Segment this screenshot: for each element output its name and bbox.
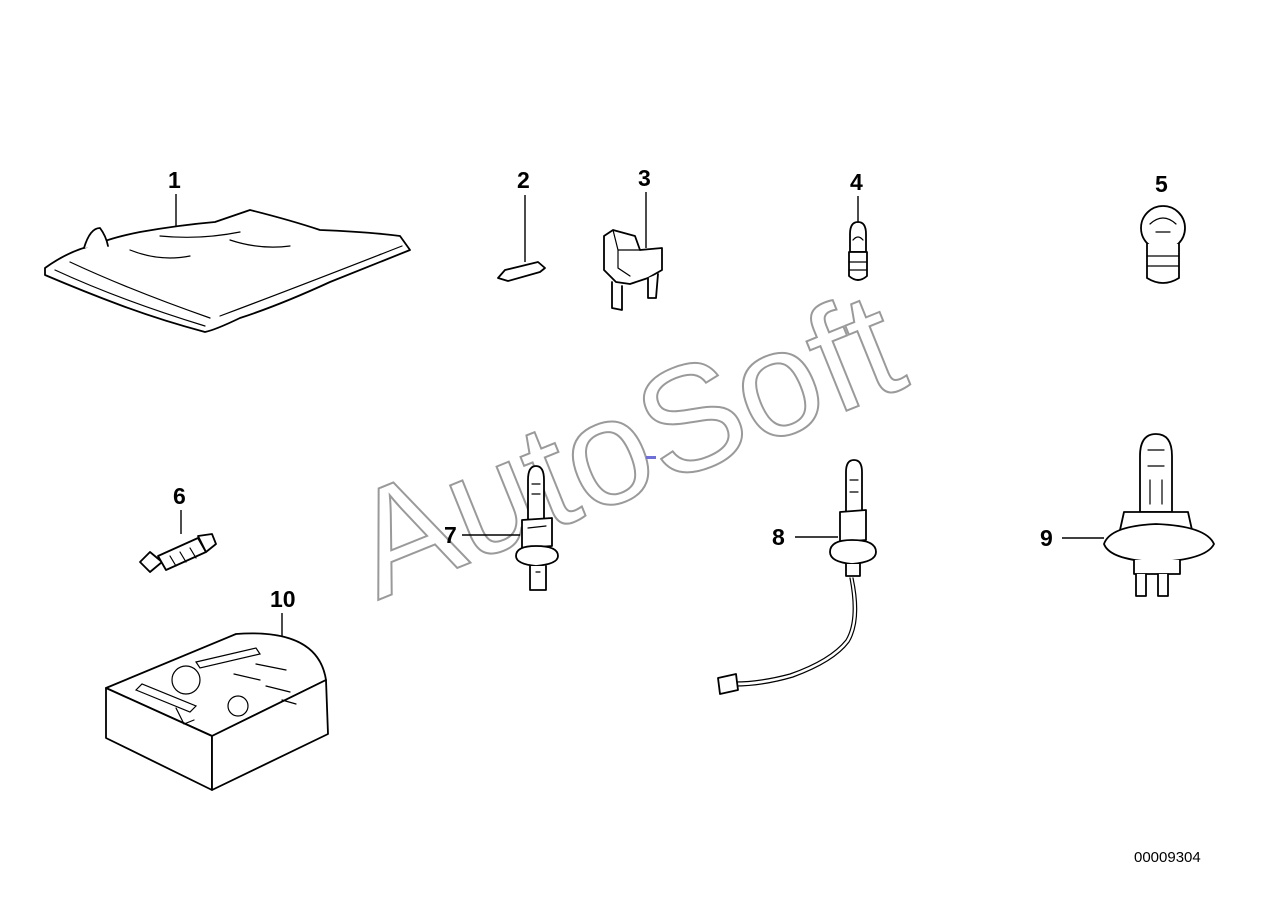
ball-bulb-icon bbox=[1140, 205, 1186, 284]
callout-1: 1 bbox=[168, 167, 181, 193]
part-5-ball-bulb[interactable]: 5 bbox=[1140, 171, 1186, 284]
h3-bulb-with-cable-icon bbox=[717, 459, 877, 695]
callout-6: 6 bbox=[173, 483, 186, 509]
h4-bulb-icon bbox=[1103, 433, 1215, 597]
festoon-bulb-icon bbox=[139, 533, 217, 573]
marker-dash bbox=[646, 456, 656, 459]
part-8-h3-bulb-with-cable[interactable]: 8 bbox=[717, 459, 877, 695]
callout-8: 8 bbox=[772, 524, 785, 550]
cloth-bag-icon bbox=[44, 209, 411, 333]
part-1-cloth-bag[interactable]: 1 bbox=[44, 167, 411, 333]
part-4-small-bulb[interactable]: 4 bbox=[848, 169, 868, 281]
svg-text:AutoSoft: AutoSoft bbox=[327, 258, 923, 629]
blade-fuse-icon bbox=[603, 229, 663, 311]
part-3-blade-fuse[interactable]: 3 bbox=[603, 165, 663, 311]
part-2-tube-fuse[interactable]: 2 bbox=[497, 167, 546, 282]
h1-bulb-icon bbox=[515, 465, 559, 591]
callout-5: 5 bbox=[1155, 171, 1168, 197]
callout-10: 10 bbox=[270, 586, 296, 612]
part-9-h4-bulb[interactable]: 9 bbox=[1040, 433, 1215, 597]
callout-4: 4 bbox=[850, 169, 863, 195]
callout-7: 7 bbox=[444, 522, 457, 548]
tube-fuse-icon bbox=[497, 261, 546, 282]
callout-2: 2 bbox=[517, 167, 530, 193]
callout-9: 9 bbox=[1040, 525, 1053, 551]
callout-3: 3 bbox=[638, 165, 651, 191]
part-7-h1-bulb[interactable]: 7 bbox=[444, 465, 559, 591]
small-bulb-icon bbox=[848, 221, 868, 281]
watermark: AutoSoft bbox=[326, 257, 924, 630]
part-6-festoon-bulb[interactable]: 6 bbox=[139, 483, 217, 573]
document-number: 00009304 bbox=[1134, 849, 1201, 866]
part-10-spare-bulb-box[interactable]: 10 bbox=[105, 586, 329, 791]
spare-bulb-box-icon bbox=[105, 632, 329, 791]
